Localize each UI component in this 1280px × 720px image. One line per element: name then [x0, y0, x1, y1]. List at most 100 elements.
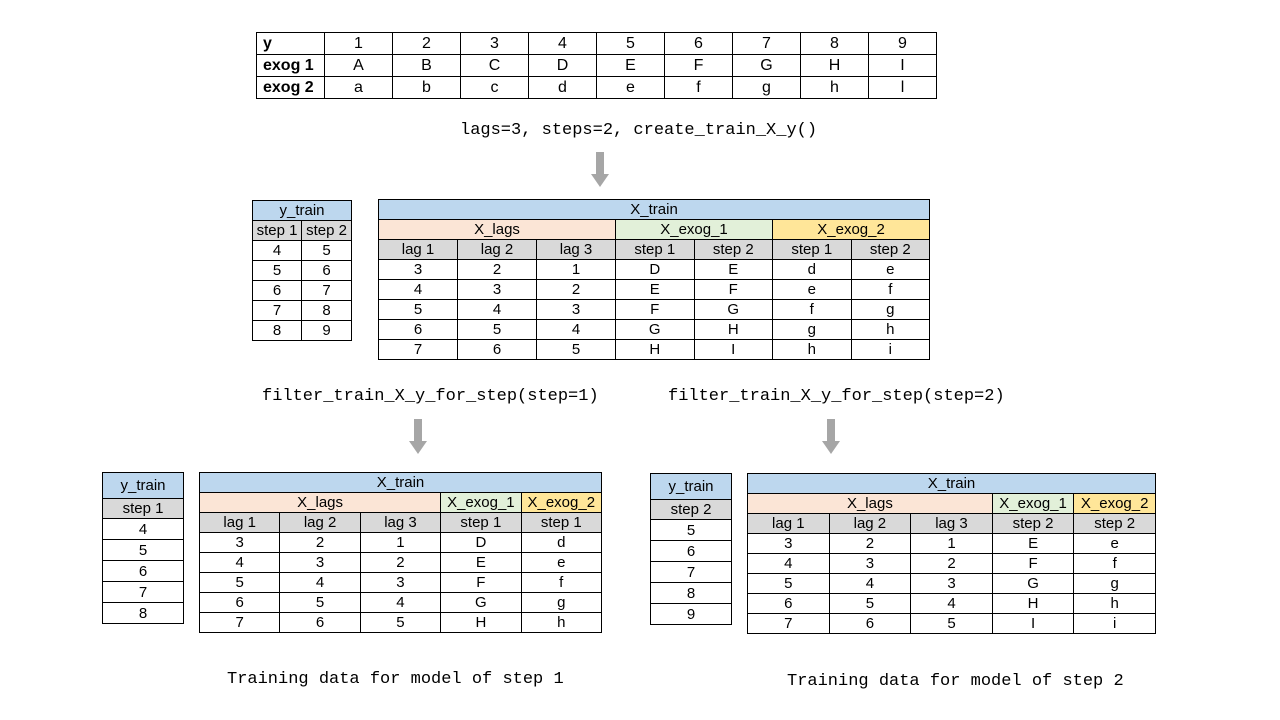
arrow-down-icon [409, 419, 427, 454]
table-cell: 5 [359, 612, 442, 633]
column-header: step 1 [772, 239, 852, 260]
title-row: y_train [252, 200, 352, 221]
column-header: step 1 [440, 512, 522, 533]
column-header: lag 2 [828, 513, 912, 534]
column-header: step 2 [991, 513, 1075, 534]
table-cell: D [615, 259, 695, 280]
table-cell: 3 [460, 32, 529, 55]
column-header: step 1 [615, 239, 695, 260]
table-cell: 3 [910, 573, 993, 594]
group-header: X_exog_1 [440, 492, 522, 513]
table-cell: G [991, 573, 1075, 594]
table-cell: g [520, 592, 602, 613]
table-cell: E [991, 533, 1075, 554]
table-cell: E [615, 279, 695, 300]
table-cell: 4 [910, 593, 993, 614]
table-cell: 4 [528, 32, 597, 55]
table-cell: 2 [392, 32, 461, 55]
table-cell: 3 [536, 299, 616, 320]
table-cell: 8 [301, 300, 352, 321]
table-cell: 4 [747, 553, 830, 574]
column-header: step 2 [1073, 513, 1156, 534]
group-header: X_exog_2 [1073, 493, 1156, 514]
table-cell: 2 [536, 279, 616, 300]
row-header: exog 2 [256, 76, 325, 99]
table-title: y_train [650, 473, 732, 500]
column-header: step 2 [850, 239, 931, 260]
table-cell: 5 [378, 299, 458, 320]
table-cell: H [615, 339, 695, 360]
title-row: y_train [102, 472, 184, 499]
table-title: X_train [199, 472, 602, 493]
table-cell: f [1073, 553, 1156, 574]
table-cell: D [528, 54, 597, 77]
column-header: lag 3 [536, 239, 616, 260]
table-cell: h [850, 319, 931, 340]
table-cell: 5 [457, 319, 537, 340]
table-row: 7 [102, 581, 184, 603]
table-cell: l [868, 76, 937, 99]
table-cell: A [324, 54, 393, 77]
table-cell: 3 [457, 279, 537, 300]
table-cell: 5 [301, 240, 352, 261]
row-header: exog 1 [256, 54, 325, 77]
table-cell: e [1073, 533, 1156, 554]
table-cell: 1 [910, 533, 993, 554]
table-cell: F [991, 553, 1075, 574]
table-cell: 5 [596, 32, 665, 55]
table-cell: 9 [301, 320, 352, 341]
table-cell: 7 [747, 613, 830, 634]
table-row: 8 [102, 602, 184, 624]
table-row: 6 [650, 540, 732, 562]
table-cell: 6 [828, 613, 912, 634]
table-cell: 4 [457, 299, 537, 320]
title-row: X_train [377, 199, 931, 220]
table-cell: F [664, 54, 733, 77]
table-cell: i [1073, 613, 1156, 634]
header-row: step 1 [102, 498, 184, 519]
column-header: lag 2 [457, 239, 537, 260]
header-row: step 2 [650, 499, 732, 520]
column-header: lag 3 [359, 512, 442, 533]
table-cell: 5 [650, 519, 732, 541]
table-cell: 4 [536, 319, 616, 340]
column-header: step 2 [301, 220, 352, 241]
table-cell: 3 [198, 532, 281, 553]
table-cell: 5 [252, 260, 302, 281]
column-header: lag 1 [198, 512, 281, 533]
table-cell: e [850, 259, 931, 280]
column-header: step 1 [252, 220, 302, 241]
table-cell: G [732, 54, 801, 77]
filter-step2-call: filter_train_X_y_for_step(step=2) [668, 387, 1005, 406]
table-cell: 6 [301, 260, 352, 281]
table-cell: H [991, 593, 1075, 614]
column-header: lag 3 [910, 513, 993, 534]
column-header: lag 2 [279, 512, 361, 533]
table-cell: 3 [378, 259, 458, 280]
table-cell: 6 [252, 280, 302, 301]
table-cell: 5 [747, 573, 830, 594]
table-cell: 8 [650, 582, 732, 604]
table-cell: I [991, 613, 1075, 634]
table-row: 5 [102, 539, 184, 561]
table-cell: 6 [457, 339, 537, 360]
table-cell: 5 [198, 572, 281, 593]
